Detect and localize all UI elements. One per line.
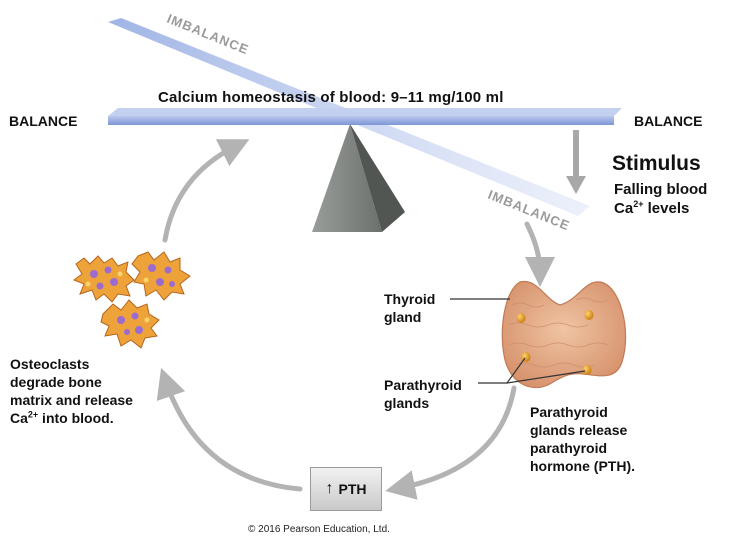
balance-label-left: BALANCE [9, 113, 78, 129]
diagram-title: Calcium homeostasis of blood: 9–11 mg/10… [158, 89, 504, 106]
copyright-credit: © 2016 Pearson Education, Ltd. [248, 524, 390, 535]
osteoclasts-illustration [72, 251, 191, 349]
thyroid-gland-label: Thyroid gland [384, 291, 436, 325]
fulcrum [312, 124, 405, 232]
up-arrow-icon: ↑ [325, 480, 334, 497]
parathyroid-glands-label: Parathyroid glands [384, 377, 462, 411]
parathyroid-release-label: Parathyroid glands release parathyroid h… [530, 404, 635, 474]
pth-label: PTH [338, 481, 367, 497]
arrow-to-balance [162, 139, 250, 243]
osteoclasts-label: Osteoclasts degrade bone matrix and rele… [10, 356, 133, 426]
arrow-to-thyroid [524, 221, 555, 287]
parathyroid-leader-line-2 [506, 370, 586, 384]
stimulus-heading: Stimulus [612, 152, 701, 175]
arrow-to-pth [385, 385, 517, 500]
parathyroid-gland-right [582, 365, 592, 375]
thyroid-illustration [501, 281, 627, 389]
balance-label-right: BALANCE [634, 113, 703, 129]
stimulus-down-arrow [566, 130, 586, 194]
stimulus-description: Falling blood Ca2+ levels [614, 181, 708, 217]
balance-beam [108, 108, 622, 125]
arrow-to-osteoclasts [156, 367, 303, 492]
pth-box: ↑ PTH [310, 467, 382, 511]
